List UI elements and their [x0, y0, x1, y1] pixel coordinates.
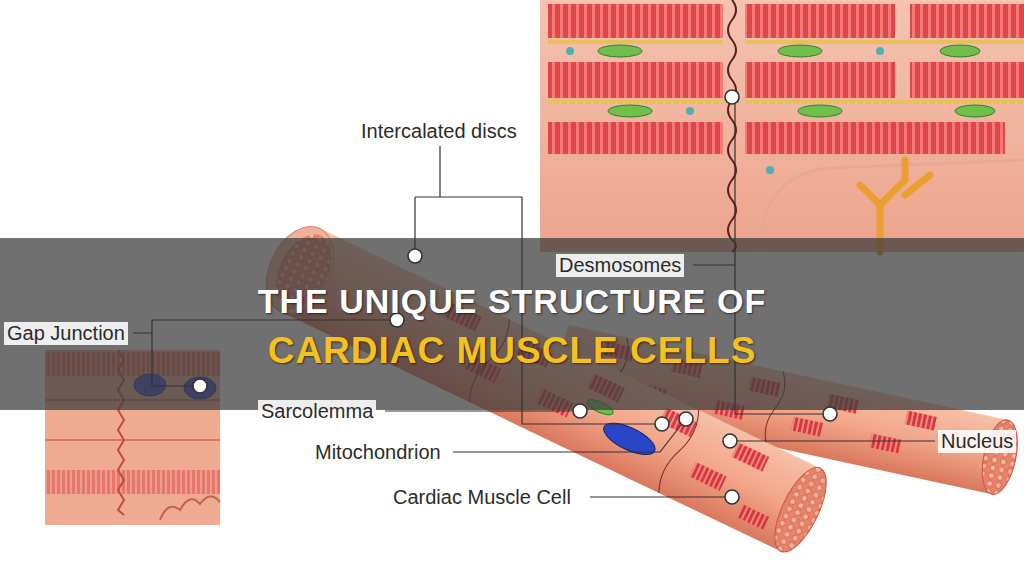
part-label: Nucleus: [938, 430, 1016, 453]
part-label: Sarcolemma: [258, 400, 376, 423]
part-label: Gap Junction: [4, 322, 128, 345]
title-line: THE UNIQUE STRUCTURE OF: [0, 282, 1024, 321]
title-line: CARDIAC MUSCLE CELLS: [0, 330, 1024, 372]
part-label: Intercalated discs: [358, 120, 520, 143]
title-band: [0, 238, 1024, 410]
part-label: Desmosomes: [556, 254, 684, 277]
part-label: Cardiac Muscle Cell: [390, 486, 574, 509]
part-label: Mitochondrion: [312, 441, 444, 464]
